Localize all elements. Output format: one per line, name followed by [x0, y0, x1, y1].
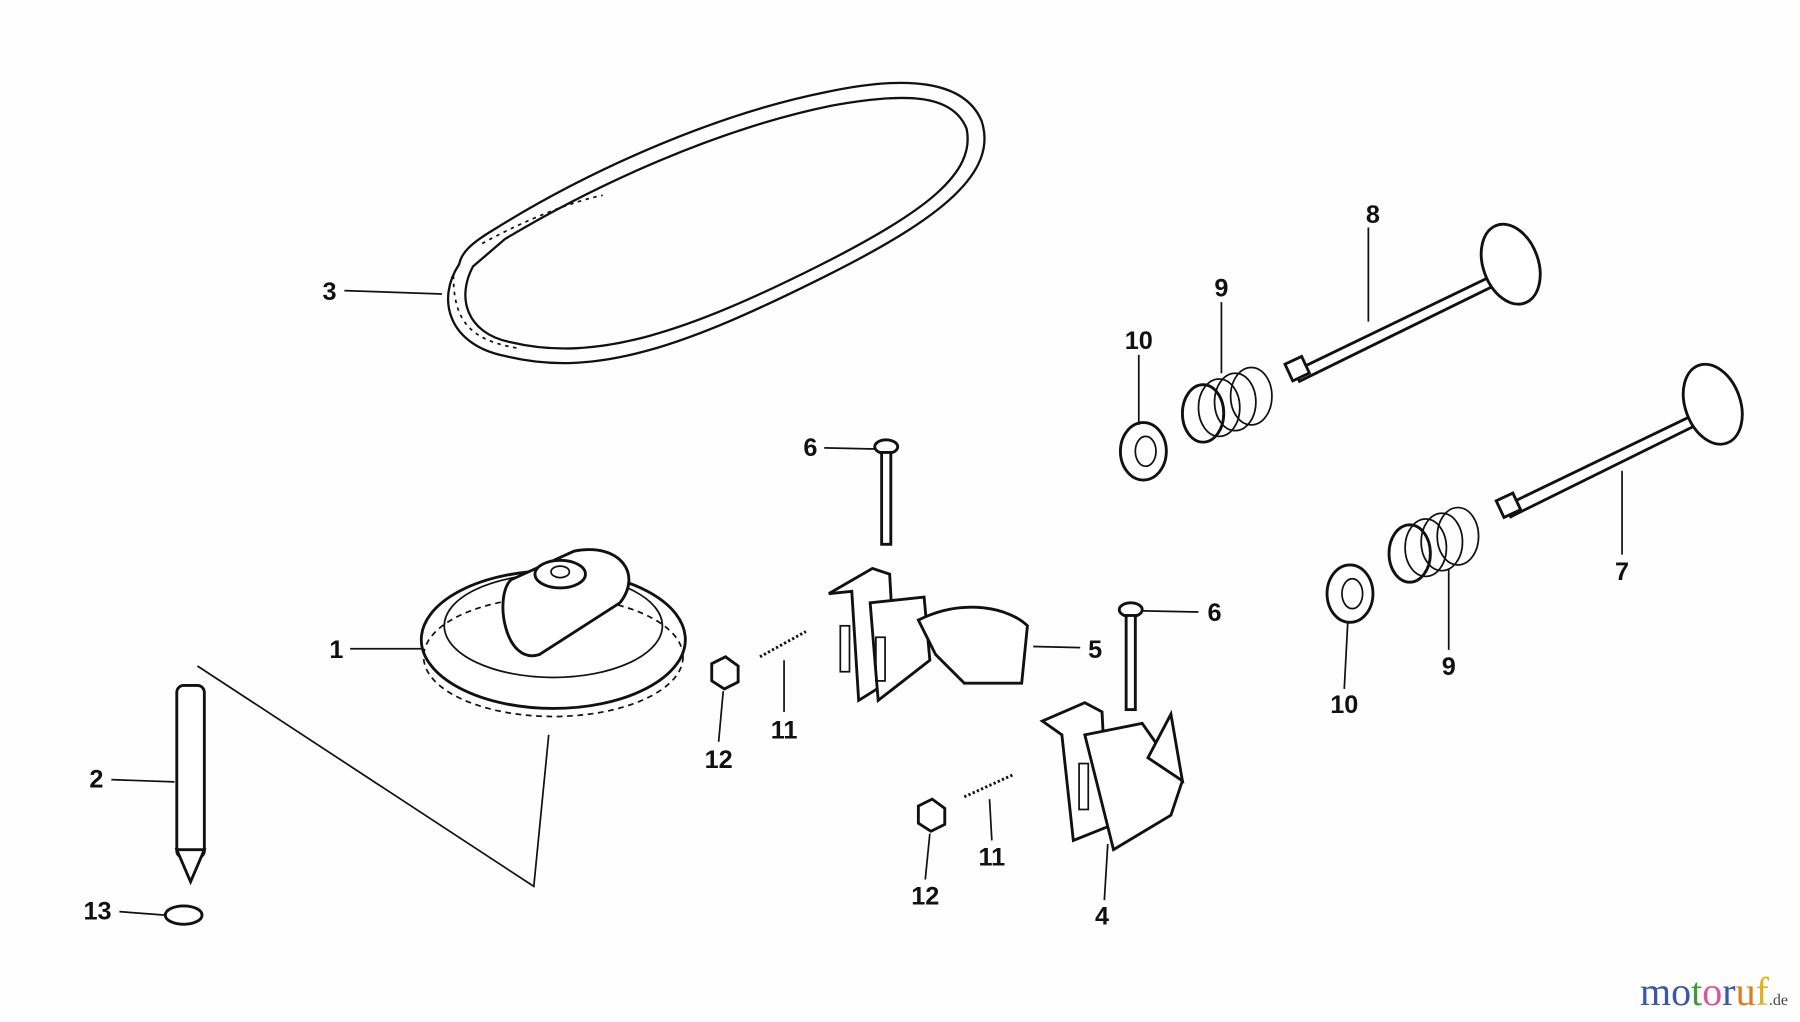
callout-5: 5 [1088, 636, 1102, 664]
callout-1: 1 [329, 636, 343, 664]
rocker-arm-4 [1039, 701, 1185, 852]
callout-3: 3 [322, 278, 336, 306]
nut-upper [710, 655, 740, 691]
watermark-letter: m [1640, 969, 1672, 1014]
watermark-letter: t [1691, 969, 1703, 1014]
callout-10-upper: 10 [1125, 327, 1153, 355]
callout-6-upper: 6 [803, 434, 817, 462]
watermark-letter: r [1722, 969, 1736, 1014]
camshaft-pulley [419, 548, 687, 718]
valve-8 [1283, 222, 1542, 384]
valve-7 [1494, 362, 1744, 520]
motoruf-watermark-logo: motoruf.de [1640, 968, 1788, 1015]
screw-lower [963, 773, 1014, 799]
rocker-arm-5 [828, 566, 1029, 704]
callout-9-upper: 9 [1214, 274, 1228, 302]
watermark-suffix: .de [1768, 992, 1789, 1009]
callout-12-upper: 12 [705, 746, 733, 774]
callout-4: 4 [1095, 902, 1109, 930]
watermark-letter: u [1735, 969, 1756, 1014]
camshaft-pin [174, 665, 550, 888]
callout-13: 13 [84, 898, 112, 926]
callout-8: 8 [1366, 201, 1380, 229]
watermark-letter: o [1702, 969, 1723, 1014]
leader-lines [111, 227, 1623, 916]
spring-13 [163, 904, 204, 926]
callout-12-lower: 12 [911, 883, 939, 911]
valve-spring-lower [1387, 506, 1480, 584]
watermark-letter: o [1671, 969, 1692, 1014]
callout-6-lower: 6 [1208, 599, 1222, 627]
retainer-lower [1325, 563, 1375, 624]
timing-belt [446, 81, 986, 365]
retainer-upper [1118, 421, 1168, 482]
callout-9-lower: 9 [1442, 653, 1456, 681]
callout-10-lower: 10 [1330, 691, 1358, 719]
watermark-letter: f [1755, 969, 1769, 1014]
callout-2: 2 [89, 766, 103, 794]
rocker-shaft-upper [873, 438, 900, 546]
callout-7: 7 [1615, 558, 1629, 586]
nut-lower [916, 797, 947, 833]
screw-upper [759, 630, 807, 659]
callout-11-lower: 11 [978, 844, 1005, 872]
valve-spring-upper [1180, 366, 1273, 444]
callout-11-upper: 11 [771, 716, 798, 744]
rocker-shaft-lower [1117, 601, 1144, 712]
